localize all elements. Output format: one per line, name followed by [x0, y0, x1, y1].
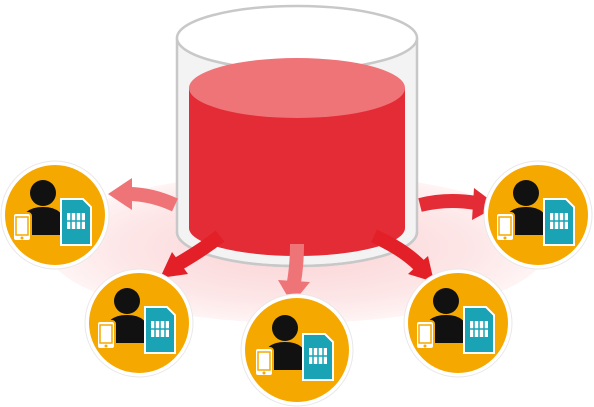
member-badge-outline — [240, 293, 354, 407]
member-badge-outline — [0, 160, 110, 270]
arrow-head-member-1 — [108, 178, 132, 210]
member-badge-outline — [403, 268, 513, 378]
smartphone-icon — [495, 212, 515, 242]
member-badge-4 — [483, 160, 593, 270]
arrow-to-member-2 — [174, 230, 225, 271]
sim-card-icon — [144, 306, 176, 354]
arrow-head-member-2 — [160, 252, 188, 278]
member-badge-5 — [403, 268, 513, 378]
sim-card-icon — [60, 198, 92, 246]
smartphone-icon — [254, 347, 274, 377]
member-badge-1 — [0, 160, 110, 270]
member-badge-3 — [240, 293, 354, 407]
member-badge-outline — [84, 268, 194, 378]
sim-card-icon — [543, 198, 575, 246]
sim-card-icon — [302, 333, 334, 381]
arrow-head-member-5 — [408, 256, 434, 282]
members-layer — [0, 160, 593, 407]
smartphone-icon — [415, 320, 435, 350]
arrow-to-member-3 — [287, 243, 304, 284]
arrow-to-member-5 — [371, 229, 425, 272]
distribution-arrows — [108, 178, 498, 304]
smartphone-icon — [12, 212, 32, 242]
data-pool-liquid — [189, 88, 405, 256]
sim-card-icon — [463, 306, 495, 354]
arrow-to-member-1 — [127, 187, 178, 212]
member-badge-outline — [483, 160, 593, 270]
data-pool-liquid-top — [189, 58, 405, 118]
member-badge-2 — [84, 268, 194, 378]
arrow-head-member-3 — [278, 280, 310, 304]
shared-data-pool-cylinder — [175, 4, 419, 268]
arrow-to-member-4 — [418, 193, 478, 212]
smartphone-icon — [96, 320, 116, 350]
